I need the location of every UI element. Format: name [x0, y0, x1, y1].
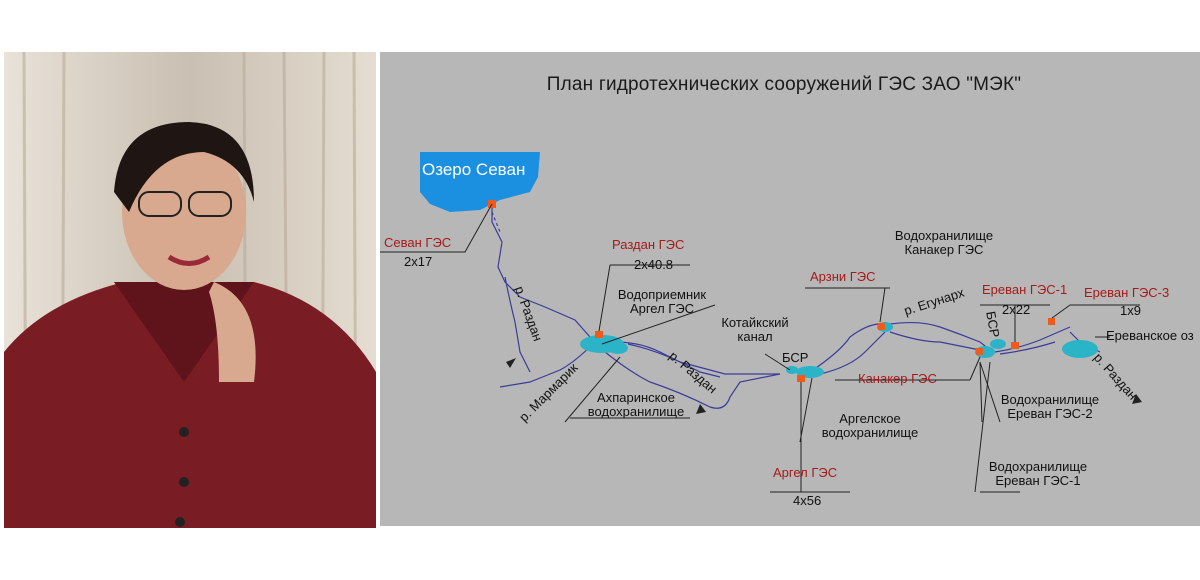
station-sevan-name: Севан ГЭС	[384, 235, 452, 250]
kanaker-reservoir-label: Водохранилище Канакер ГЭС	[894, 228, 994, 257]
intake-argel-label: Водоприемник Аргел ГЭС	[617, 287, 707, 316]
akhparin-reservoir-label: Ахпаринское водохранилище	[587, 390, 685, 419]
station-marker-razdan	[595, 331, 603, 338]
bsr-label-1: БСР	[782, 350, 809, 365]
station-yerevan1-name: Ереван ГЭС-1	[982, 282, 1068, 297]
yerevan-lake-label: Ереванское оз	[1106, 328, 1194, 343]
station-sevan-capacity: 2x17	[404, 254, 433, 269]
argel-reservoir-label: Аргелское водохранилище	[821, 411, 919, 440]
station-marker-kanaker	[976, 348, 983, 355]
station-razdan-capacity: 2x40.8	[634, 257, 674, 272]
lake-label: Озеро Севан	[422, 160, 526, 179]
station-argel-capacity: 4x56	[793, 493, 822, 508]
station-razdan-name: Раздан ГЭС	[612, 237, 685, 252]
yerevan2-reservoir-label: Водохранилище Ереван ГЭС-2	[1000, 392, 1100, 421]
station-yerevan1-capacity: 2x22	[1002, 302, 1031, 317]
station-arzni-name: Арзни ГЭС	[810, 269, 876, 284]
hydro-scheme-map: План гидротехнических сооружений ГЭС ЗАО…	[380, 52, 1200, 526]
station-marker-yerevan3	[1048, 318, 1055, 325]
station-marker-argel	[797, 375, 805, 382]
portrait-photo	[4, 52, 376, 528]
station-argel-name: Аргел ГЭС	[773, 465, 838, 480]
reservoir-yerevan-lake	[1062, 340, 1098, 358]
map-title: План гидротехнических сооружений ГЭС ЗАО…	[546, 74, 1022, 95]
station-kanaker-name: Канакер ГЭС	[858, 371, 937, 386]
lake-sevan	[420, 152, 540, 212]
station-yerevan3-name: Ереван ГЭС-3	[1084, 285, 1170, 300]
yerevan1-reservoir-label: Водохранилище Ереван ГЭС-1	[988, 459, 1088, 488]
station-marker-arzni	[878, 323, 885, 330]
kotayk-canal-label: Котайкский канал	[721, 315, 789, 344]
station-marker-yerevan1	[1011, 342, 1019, 349]
station-yerevan3-capacity: 1x9	[1120, 303, 1141, 318]
